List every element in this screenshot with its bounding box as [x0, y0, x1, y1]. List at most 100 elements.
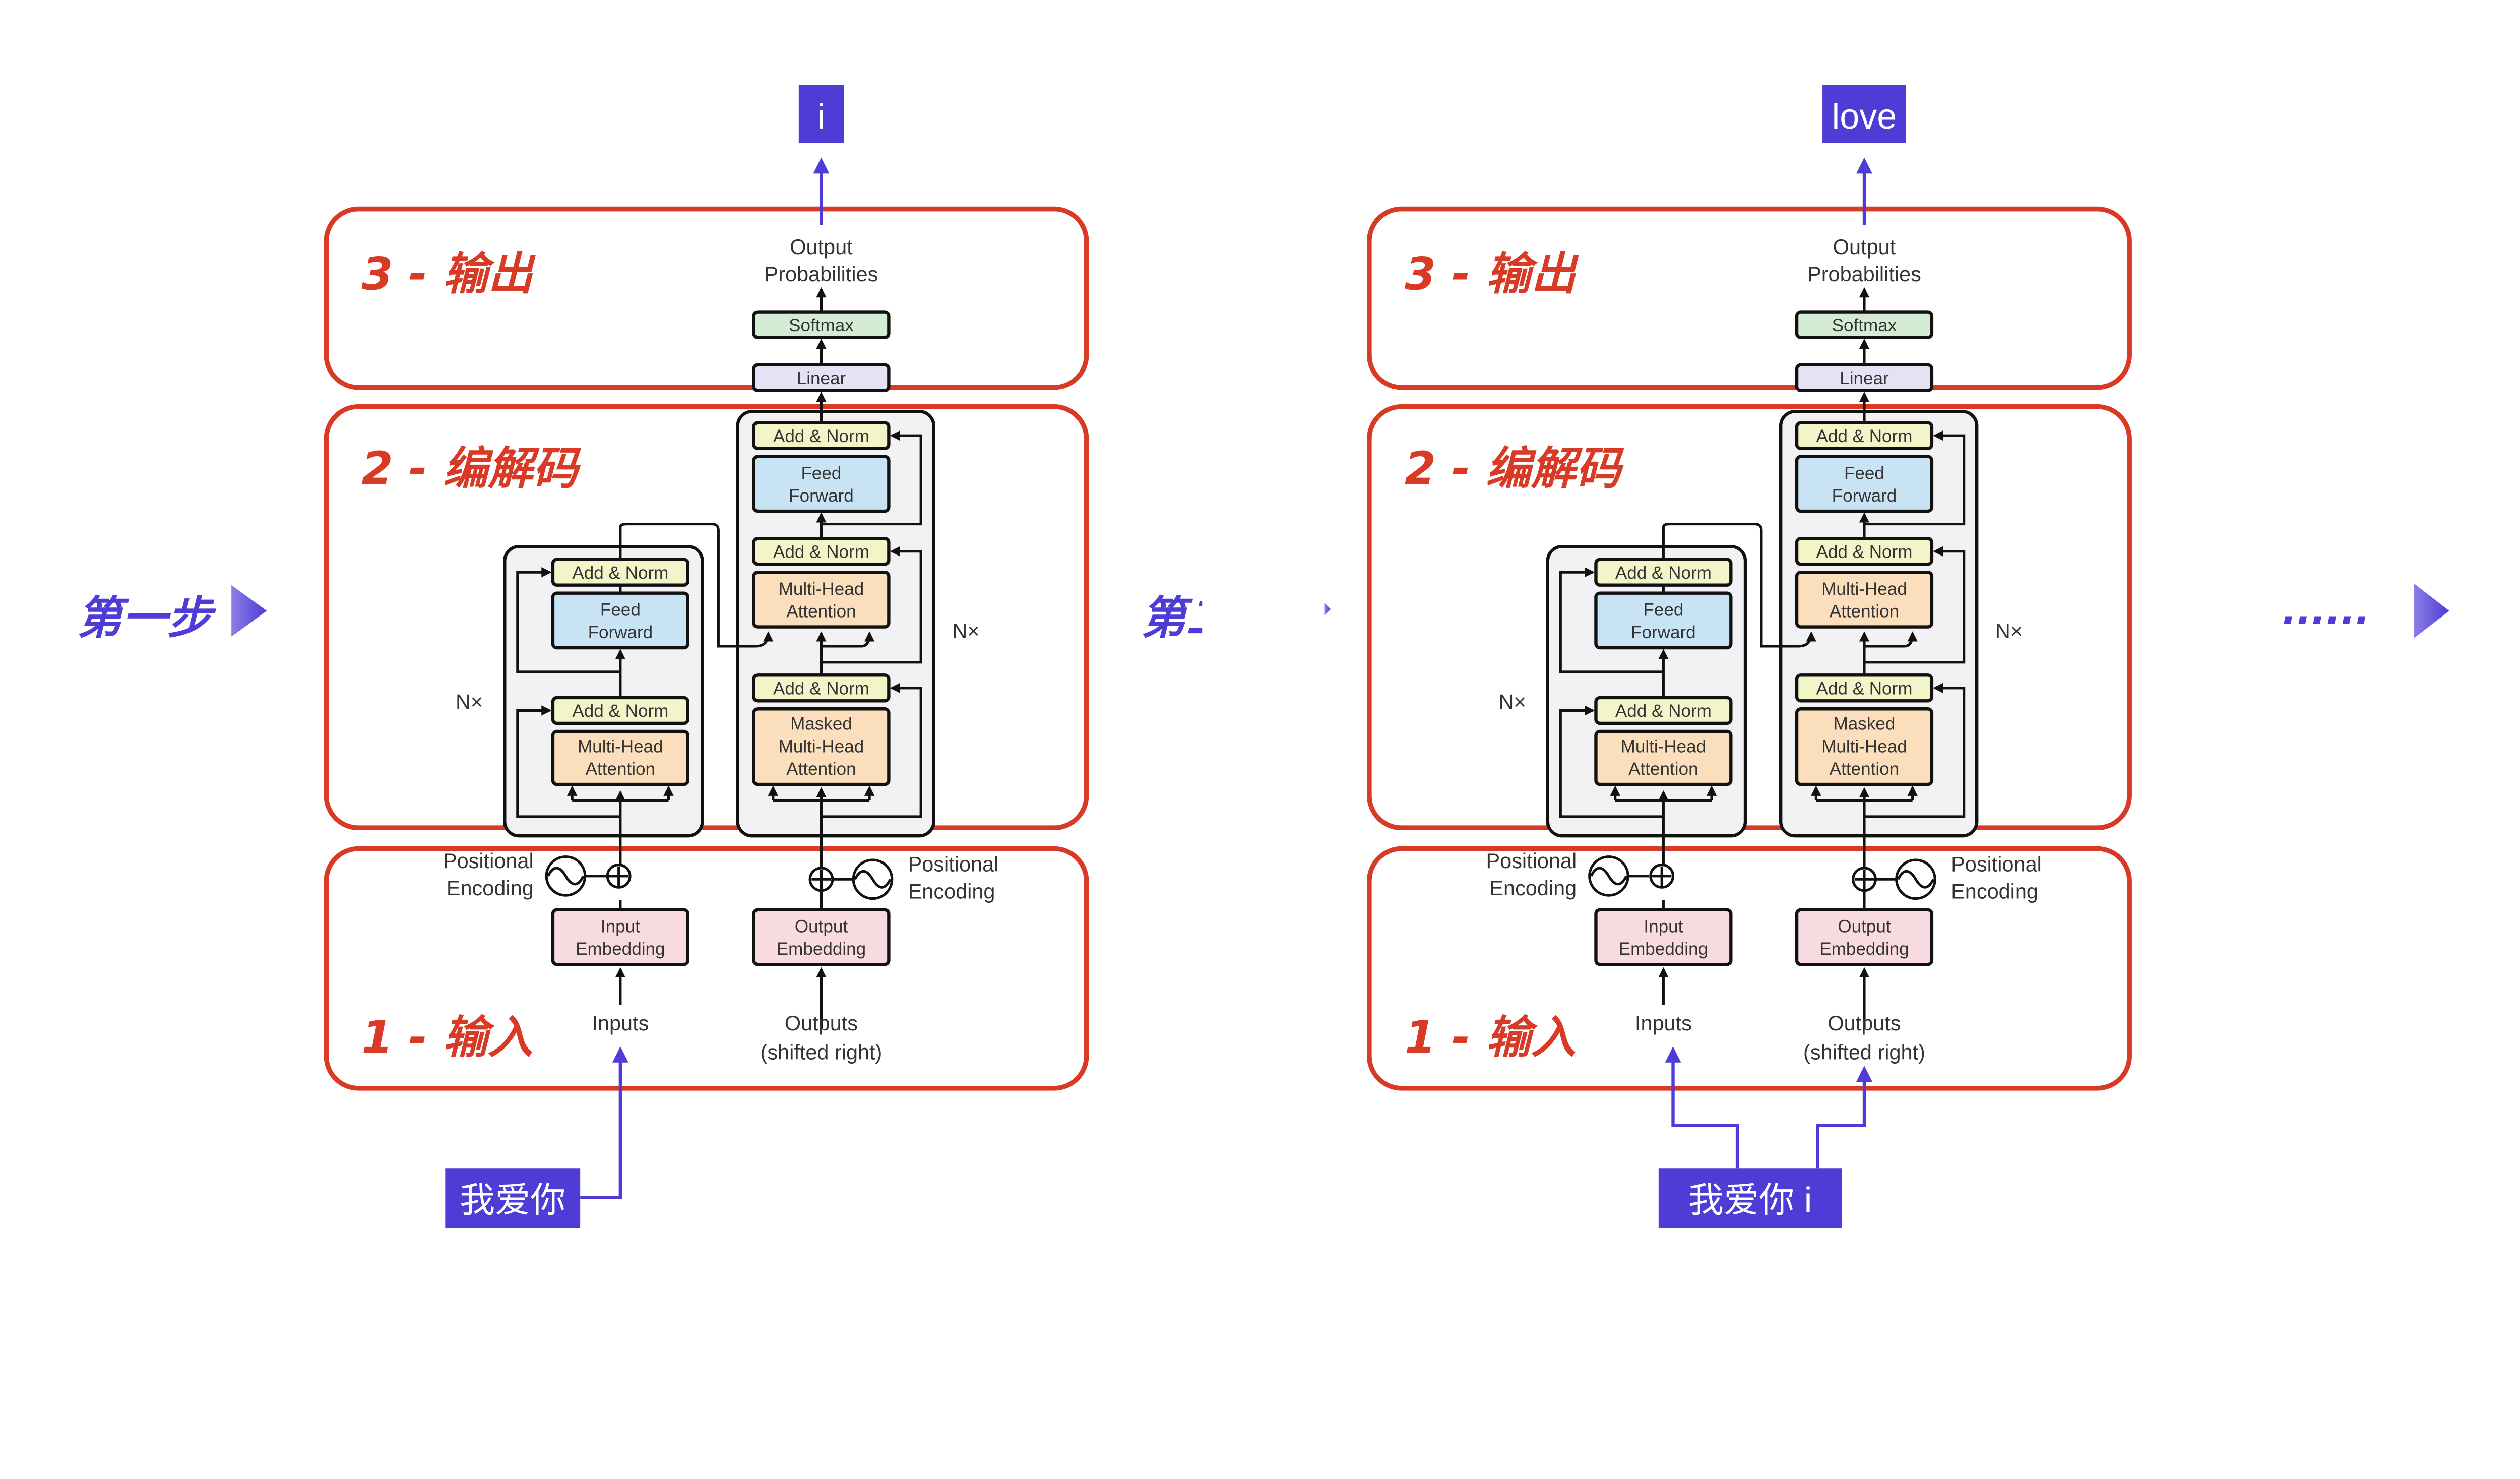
encoder-add-norm-2 [551, 558, 689, 587]
attention-label: Attention [1830, 601, 1899, 621]
mha-label: Multi-Head [1821, 579, 1907, 599]
dec-res-3 [1864, 430, 1966, 526]
output-embedding-box [752, 908, 891, 966]
plus-sign [609, 866, 628, 886]
softmax-label: Softmax [789, 316, 854, 335]
output-token-badge [798, 85, 844, 143]
softmax-label: Softmax [1832, 316, 1897, 335]
dec-q-line [1863, 631, 1918, 675]
input-feed-arrow [580, 1046, 628, 1199]
linear-box [1795, 363, 1934, 393]
dec-res-3 [821, 430, 922, 526]
encoder-feed-forward [1594, 591, 1733, 650]
decoder-add-norm-1 [1795, 673, 1934, 703]
add-norm-label: Add & Norm [1615, 563, 1712, 583]
encoder-add-norm-2 [1594, 558, 1733, 587]
section-codec-frame [324, 404, 1089, 831]
inputs-label: Inputs [592, 1011, 649, 1035]
dec-res-1 [821, 683, 922, 818]
inputs-label: Inputs [1635, 1011, 1692, 1035]
section-input-frame [324, 846, 1089, 1091]
section-input-label: 1 - 输入 [361, 1012, 533, 1064]
section-codec-label: 2 - 编解码 [361, 443, 581, 495]
softmax-box [1795, 310, 1934, 339]
outputs-label: Outputs [785, 1011, 858, 1035]
add-norm-label: Add & Norm [572, 563, 668, 583]
output-probabilities-label: Probabilities [1807, 262, 1921, 286]
add-norm-label: Add & Norm [773, 542, 869, 562]
linear-label: Linear [1840, 368, 1889, 388]
sine-curve [547, 867, 585, 886]
dec-res-2 [821, 546, 922, 664]
enc-res-1 [516, 705, 620, 818]
add-norm-label: Add & Norm [572, 701, 668, 721]
decoder-add-norm-2 [1795, 537, 1934, 566]
positional-label: Positional [908, 852, 999, 876]
add-norm-label: Add & Norm [1615, 701, 1712, 721]
enc-to-dec [1662, 522, 1816, 648]
encoder-add-norm-1 [551, 696, 689, 725]
linear-box [752, 363, 891, 393]
decoder-masked-attention [752, 707, 891, 786]
step-1-label: 第一步 [77, 592, 217, 644]
enc-res-2 [516, 567, 620, 673]
plus-sign [811, 870, 831, 889]
section-codec-label: 2 - 编解码 [1405, 443, 1624, 495]
section-output-label: 3 - 输出 [1405, 248, 1579, 300]
input-tokens-badge [1658, 1168, 1842, 1228]
transformer-step-diagram: 第一步第二......3 - 输出2 - 编解码1 - 输入Add & Norm… [77, 85, 2449, 1228]
decoder-nx-label: N× [952, 619, 979, 643]
positional-label: Positional [1951, 852, 2042, 876]
add-norm-label: Add & Norm [1816, 426, 1912, 446]
attention-label: Attention [786, 601, 856, 621]
output-probabilities-label: Output [790, 235, 853, 259]
decoder-multi-head-attention [752, 571, 891, 629]
section-codec-frame [1367, 404, 2132, 831]
section-input-frame [1367, 846, 2132, 1091]
add-norm-label: Add & Norm [773, 426, 869, 446]
enc-res-2 [1559, 567, 1664, 673]
decoder-multi-head-attention [1795, 571, 1934, 629]
output-embedding-label: Output [795, 916, 848, 936]
input-embedding-box [1594, 908, 1733, 966]
decoder-add-norm-2 [752, 537, 891, 566]
enc-res-1 [1559, 705, 1664, 818]
section-output-label: 3 - 输出 [361, 248, 536, 300]
input-embedding-box [551, 908, 689, 966]
step-arrow-small-icon [1324, 602, 1331, 616]
feed-label: Feed [600, 600, 641, 620]
attention-label: Attention [586, 759, 655, 779]
encoding-label: Encoding [1951, 880, 2038, 903]
attention-label: Attention [1628, 759, 1698, 779]
input-tokens-badge [445, 1168, 581, 1228]
input-tokens-text: 我爱你 i [1688, 1180, 1812, 1219]
next-step-arrow-icon [2414, 583, 2449, 638]
encoder-add-norm-1 [1594, 696, 1733, 725]
mha-label: Multi-Head [779, 579, 864, 599]
section-output-frame [1367, 206, 2132, 390]
encoding-label: Encoding [447, 876, 534, 900]
section-input-label: 1 - 输入 [1405, 1012, 1576, 1064]
output-token-text: love [1832, 96, 1897, 136]
shifted-right-label: (shifted right) [761, 1040, 883, 1064]
add-norm-label: Add & Norm [773, 679, 869, 699]
decoder-feed-forward [752, 455, 891, 513]
encoding-label: Encoding [1489, 876, 1577, 900]
masked-label: Masked [790, 714, 852, 734]
encoder-multi-head-attention [1594, 729, 1733, 786]
encoder-nx-label: N× [456, 690, 483, 713]
dec-res-2 [1864, 546, 1966, 664]
output-embedding-box [1795, 908, 1934, 966]
attention-label: Attention [1830, 759, 1899, 779]
positional-label: Positional [1486, 849, 1577, 873]
decoder-masked-attention [1795, 707, 1934, 786]
positional-label: Positional [443, 849, 534, 873]
decoder-add-norm-3 [1795, 421, 1934, 450]
shifted-right-label: (shifted right) [1803, 1040, 1925, 1064]
mha-label: Multi-Head [1821, 736, 1907, 756]
feed-label: Feed [801, 463, 842, 483]
encoder-feed-forward [551, 591, 689, 650]
decoder-nx-label: N× [1995, 619, 2023, 643]
